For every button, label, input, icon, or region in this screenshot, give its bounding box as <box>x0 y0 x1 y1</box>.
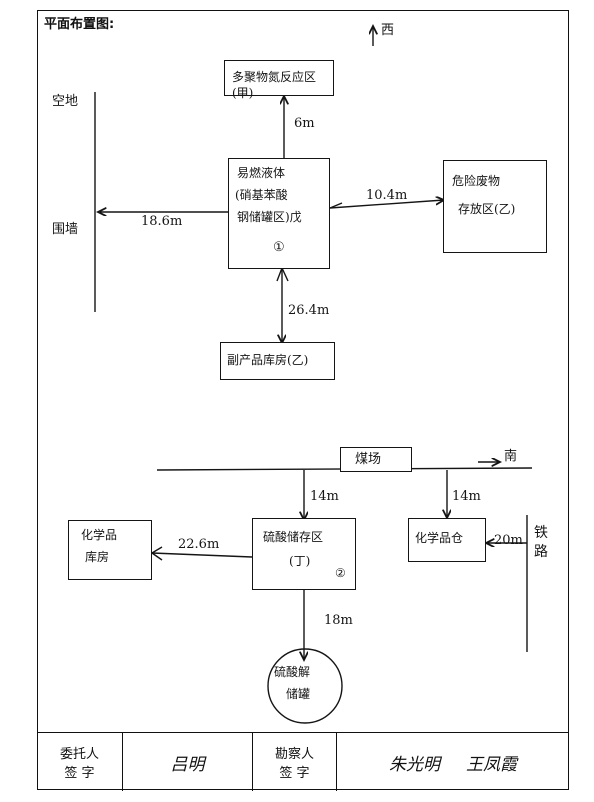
lower-left-box: 化学品 库房 <box>68 520 152 580</box>
surveyor-label-cell: 勘察人 签 字 <box>253 733 337 791</box>
lower-right-box: 化学品仓 <box>408 518 486 562</box>
page-title: 平面布置图: <box>44 17 115 32</box>
surveyor-signature-cell: 朱光明 王凤霞 <box>389 754 517 775</box>
area-top-box: 多聚物氮反应区(甲) <box>224 60 334 100</box>
dist-lower-bottom: 18m <box>324 613 353 628</box>
area-bottom-box: 副产品库房(乙) <box>220 342 335 380</box>
tank-outline <box>267 648 343 724</box>
dist-lower-right: 20m <box>494 533 523 548</box>
dist-left: 18.6m <box>141 214 183 229</box>
tank-label-1: 硫酸解 <box>274 665 311 679</box>
page-frame <box>37 10 569 790</box>
railway-label: 铁路 <box>534 525 548 560</box>
dist-right: 10.4m <box>366 188 408 203</box>
link-lower-left <box>151 552 253 558</box>
client-signature-cell: 吕明 <box>123 733 253 791</box>
label-wall: 围墙 <box>52 222 79 237</box>
dist-lower-left: 22.6m <box>178 537 220 552</box>
lower-center-box: 硫酸储存区 (丁) ② <box>252 518 356 590</box>
area-center-box: 易燃液体 (硝基苯酸 钢储罐区)戊 ① <box>228 158 330 269</box>
area-right-box: 危险废物 存放区(乙) <box>443 160 547 253</box>
tank-label-2: 储罐 <box>286 687 311 701</box>
label-open-space: 空地 <box>52 94 79 109</box>
link-right <box>329 200 444 209</box>
dist-right-top: 14m <box>452 489 481 504</box>
north-label: 西 <box>381 23 395 38</box>
client-label-cell: 委托人 签 字 <box>37 733 123 791</box>
south-label: 南 <box>504 449 518 464</box>
dist-top: 6m <box>294 116 315 131</box>
coal-yard-box: 煤场 <box>340 447 412 472</box>
dist-bottom: 26.4m <box>288 303 330 318</box>
dist-center-top: 14m <box>310 489 339 504</box>
signature-table: 委托人 签 字 吕明 勘察人 签 字 朱光明 王凤霞 <box>37 732 569 791</box>
